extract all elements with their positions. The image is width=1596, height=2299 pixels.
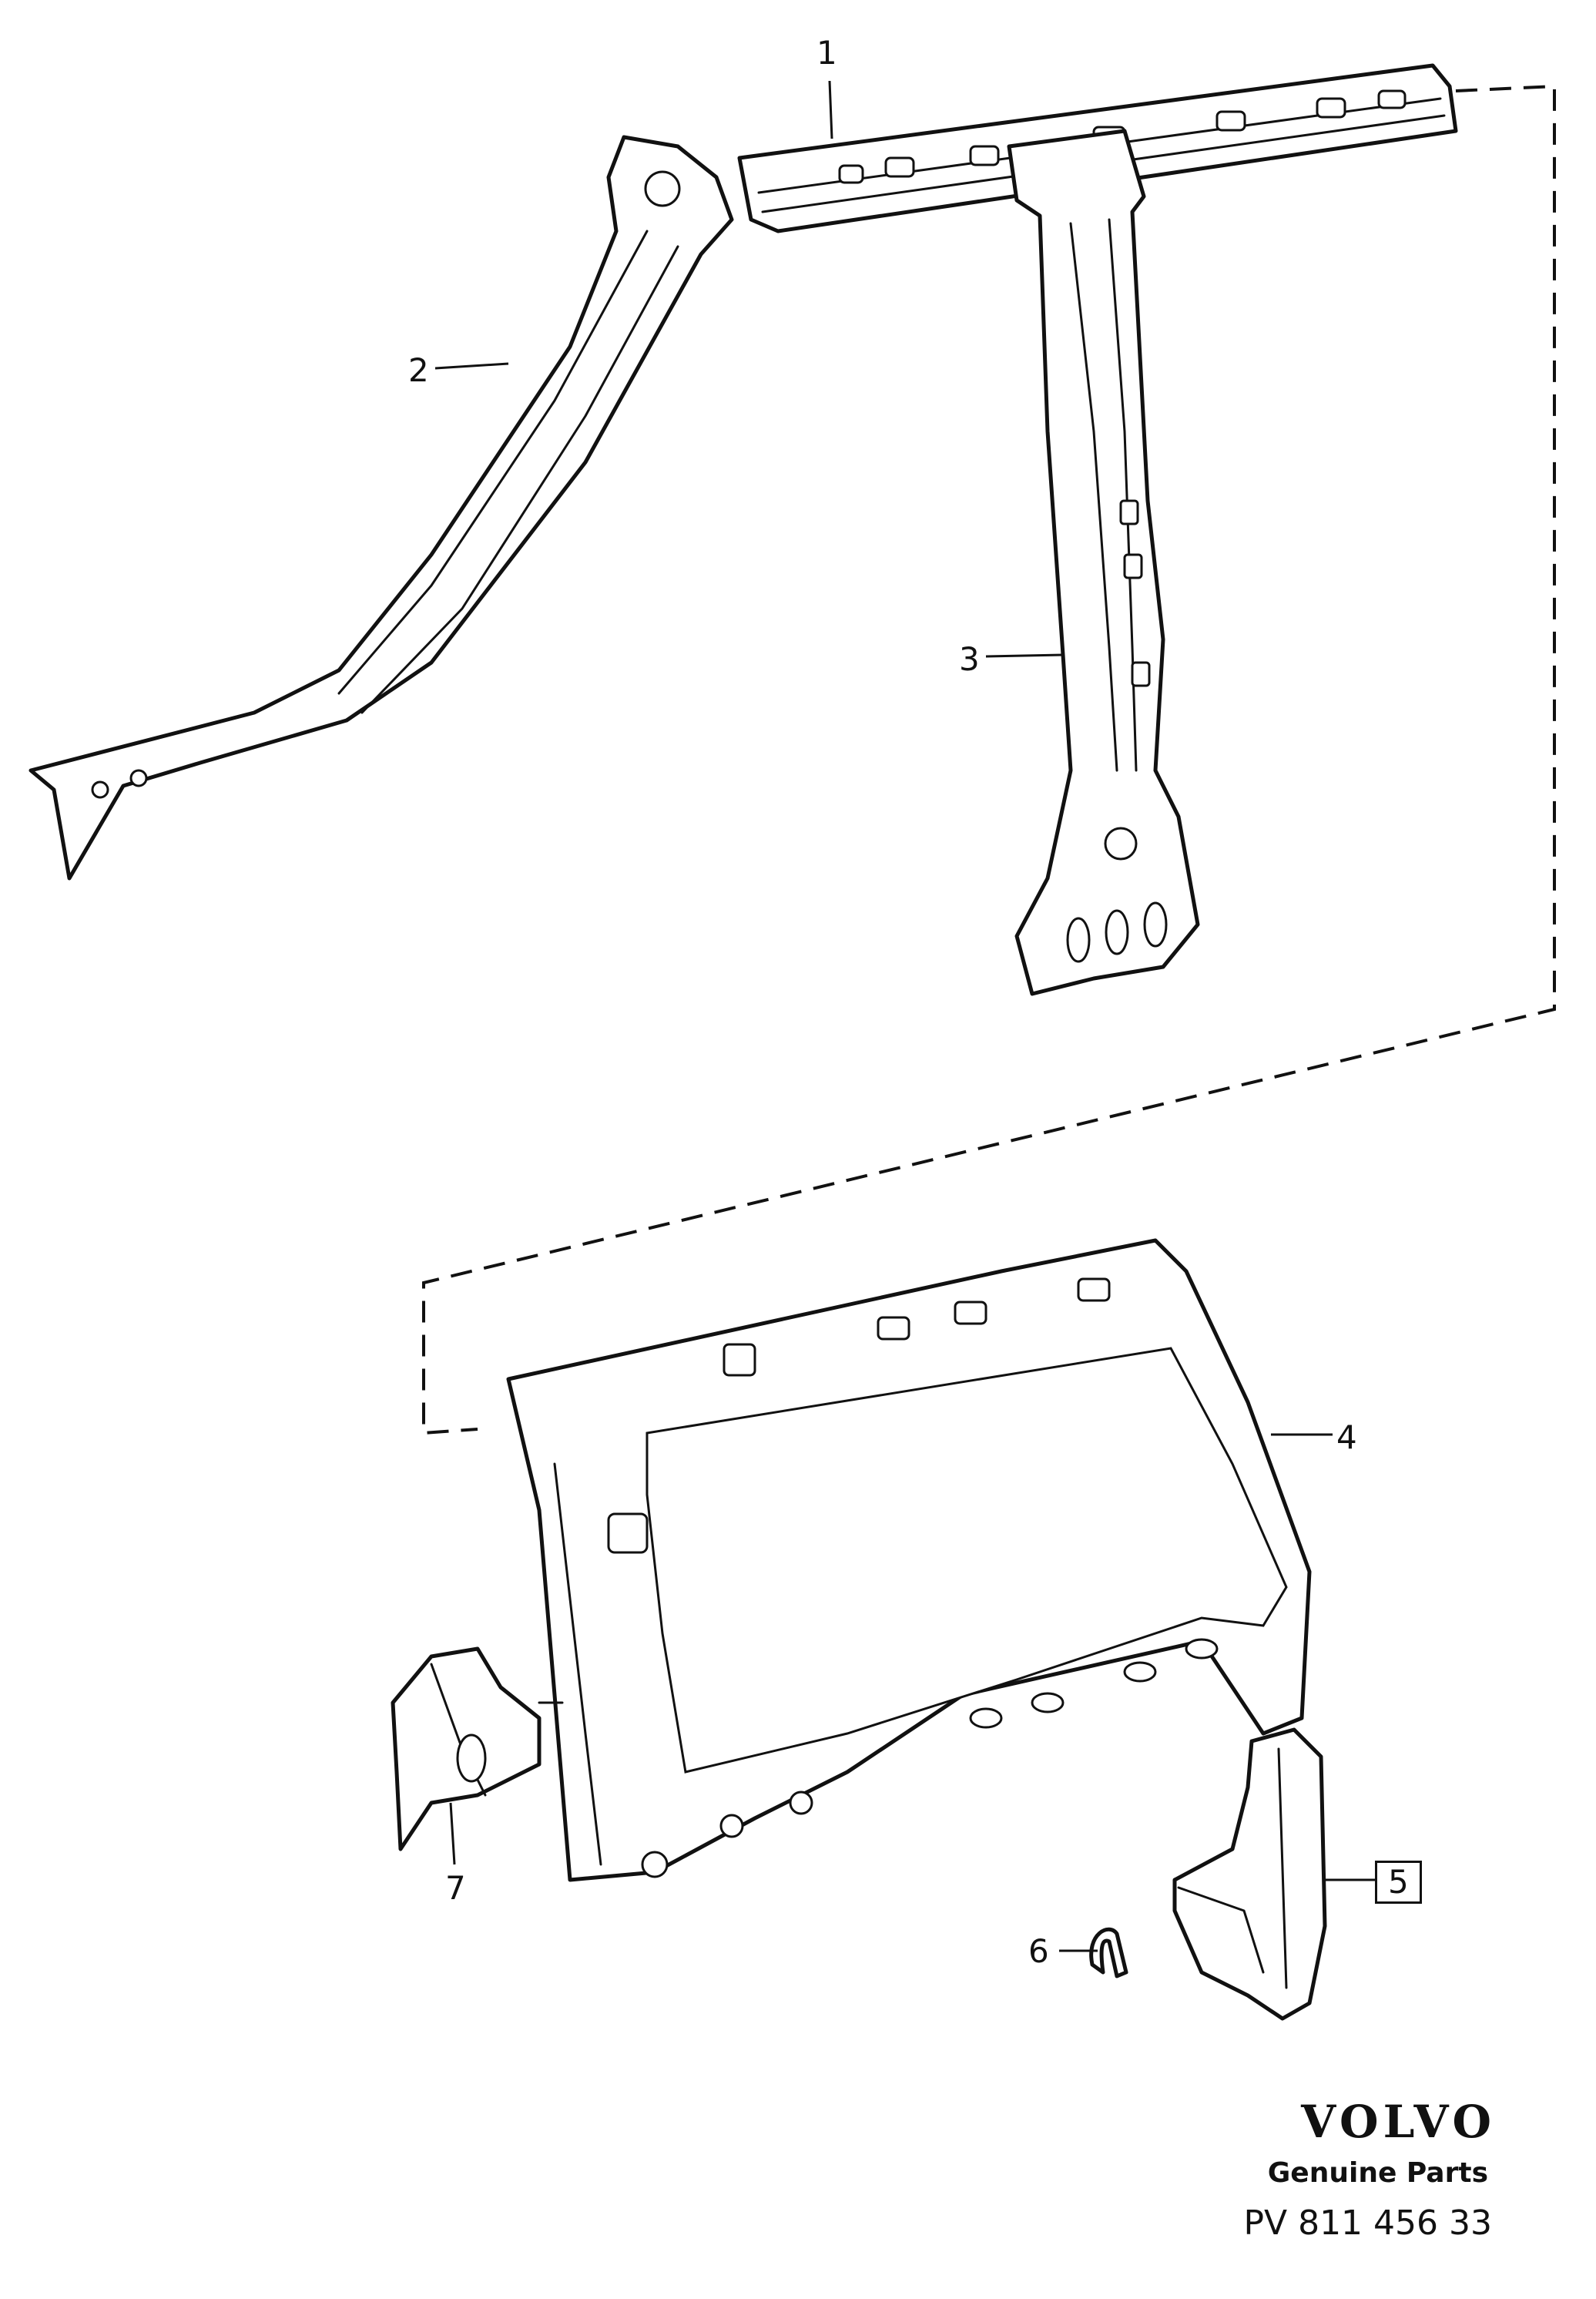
- part-4-body-side-frame: [506, 1238, 1312, 1882]
- callout-7: 7: [445, 1869, 466, 1907]
- part-3-b-pillar: [1007, 129, 1200, 996]
- brand-tagline: Genuine Parts: [1267, 2157, 1488, 2189]
- part-6-clip: [1089, 1927, 1128, 1978]
- leader-lines: [434, 80, 1375, 1952]
- assembly-dashed-line: [422, 84, 1556, 1435]
- part-5-rear-reinforcement: [1172, 1727, 1327, 2021]
- callout-5: 5: [1375, 1861, 1422, 1904]
- part-7-bracket: [391, 1646, 564, 1851]
- volvo-logo: VOLVO: [1301, 2096, 1496, 2148]
- callout-2: 2: [408, 351, 429, 389]
- part-diagram-code: PV 811 456 33: [1243, 2203, 1492, 2243]
- part-2-a-pillar: [28, 135, 734, 881]
- callout-6: 6: [1028, 1932, 1049, 1970]
- callout-4: 4: [1336, 1418, 1357, 1456]
- callout-1: 1: [816, 34, 837, 72]
- callout-3: 3: [959, 640, 980, 678]
